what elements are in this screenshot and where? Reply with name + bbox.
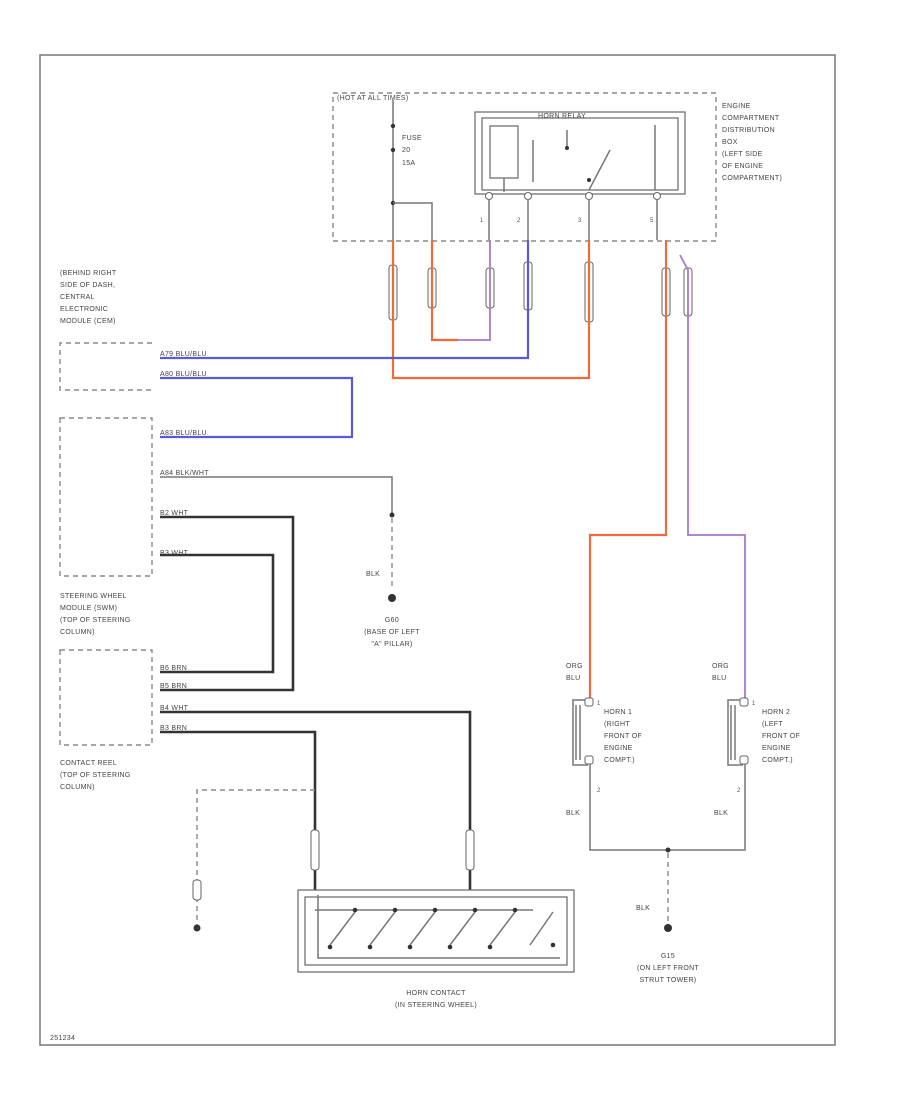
svg-text:A83 BLU/BLU: A83 BLU/BLU [160, 430, 207, 437]
svg-text:ORG: ORG [712, 663, 729, 670]
svg-text:A79 BLU/BLU: A79 BLU/BLU [160, 351, 207, 358]
svg-text:G15: G15 [661, 953, 675, 960]
contact-reel: B6 BRN B5 BRN B4 WHT B3 BRN CONTACT REEL… [59, 649, 475, 932]
svg-text:COMPT.): COMPT.) [762, 757, 793, 764]
svg-text:BLK: BLK [566, 810, 580, 817]
horn-2: ORG BLU 1 2 HORN 2 (LEFT FRONT OF ENGINE… [668, 663, 800, 851]
svg-text:B2 WHT: B2 WHT [160, 510, 189, 517]
svg-text:COMPARTMENT): COMPARTMENT) [722, 175, 782, 182]
distribution-box-location: ENGINE COMPARTMENT DISTRIBUTION BOX (LEF… [722, 103, 782, 182]
horn-relay-label: HORN RELAY [538, 113, 586, 120]
horn-relay: HORN RELAY [474, 111, 686, 195]
svg-text:BLK: BLK [366, 571, 380, 578]
svg-text:B3 WHT: B3 WHT [160, 550, 189, 557]
svg-text:HORN CONTACT: HORN CONTACT [406, 990, 466, 997]
svg-text:(IN STEERING WHEEL): (IN STEERING WHEEL) [395, 1002, 477, 1009]
svg-text:ORG: ORG [566, 663, 583, 670]
svg-text:MODULE (CEM): MODULE (CEM) [60, 318, 116, 325]
svg-text:COMPARTMENT: COMPARTMENT [722, 115, 780, 122]
svg-text:BOX: BOX [722, 139, 738, 146]
horn-contact: HORN CONTACT (IN STEERING WHEEL) [297, 889, 575, 1009]
svg-text:CONTACT REEL: CONTACT REEL [60, 760, 117, 767]
svg-text:ENGINE: ENGINE [722, 103, 751, 110]
svg-text:G60: G60 [385, 617, 399, 624]
svg-text:1: 1 [480, 218, 484, 224]
svg-text:2: 2 [737, 788, 741, 794]
hot-at-all-times-label: (HOT AT ALL TIMES) [337, 95, 409, 102]
svg-text:SIDE OF DASH,: SIDE OF DASH, [60, 282, 115, 289]
steering-wheel-module: A83 BLU/BLU A84 BLK/WHT B2 WHT B3 WHT ST… [59, 417, 396, 692]
svg-text:ELECTRONIC: ELECTRONIC [60, 306, 108, 313]
svg-text:1: 1 [597, 701, 601, 707]
svg-text:(BASE OF LEFT: (BASE OF LEFT [364, 629, 420, 636]
ground-g60: BLK G60 (BASE OF LEFT "A" PILLAR) [364, 571, 420, 648]
svg-text:B6 BRN: B6 BRN [160, 665, 187, 672]
svg-text:A84 BLK/WHT: A84 BLK/WHT [160, 470, 209, 477]
svg-text:FUSE: FUSE [402, 135, 422, 142]
svg-text:(ON LEFT FRONT: (ON LEFT FRONT [637, 965, 699, 972]
svg-text:(TOP OF STEERING: (TOP OF STEERING [60, 772, 131, 779]
svg-text:FRONT OF: FRONT OF [604, 733, 642, 740]
svg-text:HORN 2: HORN 2 [762, 709, 790, 716]
svg-text:(RIGHT: (RIGHT [604, 721, 630, 728]
svg-text:COLUMN): COLUMN) [60, 784, 95, 791]
central-electronic-module: (BEHIND RIGHT SIDE OF DASH, CENTRAL ELEC… [59, 270, 207, 391]
svg-text:COLUMN): COLUMN) [60, 629, 95, 636]
svg-text:BLU: BLU [566, 675, 581, 682]
svg-text:CENTRAL: CENTRAL [60, 294, 95, 301]
svg-text:STRUT TOWER): STRUT TOWER) [640, 977, 697, 984]
distribution-box: (HOT AT ALL TIMES) ENGINE COMPARTMENT DI… [332, 92, 782, 242]
svg-text:B3 BRN: B3 BRN [160, 725, 187, 732]
svg-text:(LEFT SIDE: (LEFT SIDE [722, 151, 763, 158]
svg-text:FRONT OF: FRONT OF [762, 733, 800, 740]
wire-harness-top [160, 240, 746, 700]
svg-text:ENGINE: ENGINE [762, 745, 791, 752]
horn-1: ORG BLU 1 2 HORN 1 (RIGHT FRONT OF ENGIN… [566, 663, 668, 851]
svg-text:20: 20 [402, 147, 410, 154]
svg-text:1: 1 [752, 701, 756, 707]
svg-text:2: 2 [517, 218, 521, 224]
svg-text:(BEHIND RIGHT: (BEHIND RIGHT [60, 270, 117, 277]
svg-text:BLU: BLU [712, 675, 727, 682]
svg-text:2: 2 [597, 788, 601, 794]
svg-text:HORN 1: HORN 1 [604, 709, 632, 716]
svg-text:ENGINE: ENGINE [604, 745, 633, 752]
svg-text:BLK: BLK [636, 905, 650, 912]
svg-text:(TOP OF STEERING: (TOP OF STEERING [60, 617, 131, 624]
svg-text:COMPT.): COMPT.) [604, 757, 635, 764]
svg-text:5: 5 [650, 218, 654, 224]
svg-text:"A" PILLAR): "A" PILLAR) [371, 641, 412, 648]
figure-id: 251234 [50, 1035, 75, 1042]
svg-text:B5 BRN: B5 BRN [160, 683, 187, 690]
svg-text:15A: 15A [402, 160, 415, 167]
diagram-frame [39, 54, 836, 1046]
svg-text:B4 WHT: B4 WHT [160, 705, 189, 712]
relay-pins: 1 2 3 5 [480, 192, 661, 240]
fuse-20: FUSE 20 15A [390, 100, 433, 240]
svg-text:(LEFT: (LEFT [762, 721, 783, 728]
horn-contact-switches [327, 907, 556, 950]
svg-text:OF ENGINE: OF ENGINE [722, 163, 763, 170]
ground-g15: BLK G15 (ON LEFT FRONT STRUT TOWER) [636, 847, 699, 984]
svg-text:BLK: BLK [714, 810, 728, 817]
svg-text:A80 BLU/BLU: A80 BLU/BLU [160, 371, 207, 378]
svg-text:3: 3 [578, 218, 582, 224]
svg-text:MODULE (SWM): MODULE (SWM) [60, 605, 117, 612]
svg-text:STEERING WHEEL: STEERING WHEEL [60, 593, 127, 600]
svg-text:DISTRIBUTION: DISTRIBUTION [722, 127, 775, 134]
